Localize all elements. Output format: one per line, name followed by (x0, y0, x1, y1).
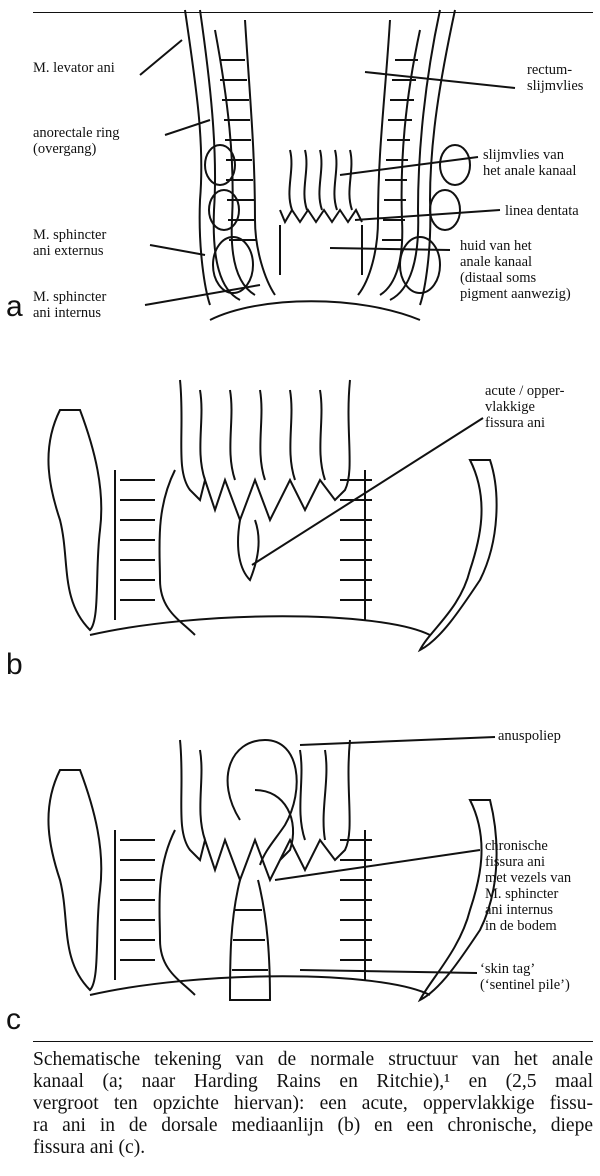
label-chronic-fissure: chronische fissura ani met vezels van M.… (485, 838, 572, 934)
panel-c-drawing (47, 736, 498, 1003)
caption-line: ra ani in de dorsale mediaanlijn (b) en … (33, 1115, 593, 1136)
label-anal-skin: huid van het anale kanaal (distaal soms … (460, 238, 571, 302)
label-anal-polyp: anuspoliep (498, 728, 561, 744)
panel-b-drawing (47, 379, 498, 653)
figure-caption: Schematische tekening van de normale str… (33, 1049, 593, 1159)
label-sphincter-internus: M. sphincter ani internus (33, 289, 107, 321)
label-anorectal-ring: anorectale ring (overgang) (33, 125, 120, 157)
panel-letter-a: a (6, 290, 23, 323)
panel-letter-c: c (6, 1003, 21, 1036)
panel-letter-b: b (6, 648, 23, 681)
caption-line: kanaal (a; naar Harding Rains en Ritchie… (33, 1071, 593, 1092)
caption-line: vergroot ten opzichte hiervan): een acut… (33, 1093, 593, 1114)
label-levator-ani: M. levator ani (33, 60, 115, 76)
panel-a-drawing (139, 9, 516, 321)
caption-line: fissura ani (c). (33, 1137, 146, 1158)
caption-rule (33, 1041, 593, 1042)
caption-line: Schematische tekening van de normale str… (33, 1049, 593, 1070)
label-anal-mucosa: slijmvlies van het anale kanaal (483, 147, 577, 179)
top-rule (33, 12, 593, 13)
label-linea-dentata: linea dentata (505, 203, 579, 219)
label-rectum-mucosa: rectum- slijmvlies (527, 62, 584, 94)
label-skin-tag: ‘skin tag’ (‘sentinel pile’) (480, 961, 570, 993)
label-sphincter-externus: M. sphincter ani externus (33, 227, 107, 259)
label-acute-fissure: acute / opper- vlakkige fissura ani (485, 383, 565, 431)
